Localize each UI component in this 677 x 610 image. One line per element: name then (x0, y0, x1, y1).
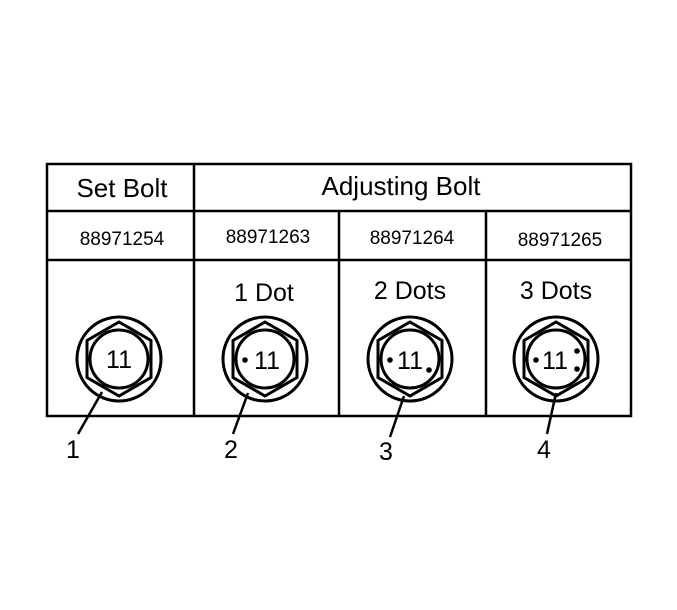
bolt-head-number-1: 11 (106, 346, 132, 374)
identification-dot (533, 357, 539, 363)
part-number-1: 88971254 (80, 229, 165, 250)
callout-1: 1 (66, 436, 80, 464)
part-number-2: 88971263 (226, 227, 311, 248)
callout-3: 3 (379, 438, 393, 466)
callout-4: 4 (537, 436, 551, 464)
leader-line-4 (545, 392, 558, 435)
adjusting-bolt-header: Adjusting Bolt (322, 171, 482, 201)
bolt-head-number-3: 11 (397, 347, 423, 375)
identification-dot (242, 357, 248, 363)
identification-dot (574, 366, 580, 372)
identification-dots (242, 348, 580, 373)
identification-dot (387, 357, 393, 363)
table-grid (45, 162, 633, 418)
bolt-face-circle (525, 328, 587, 390)
marking-label-4: 3 Dots (520, 277, 592, 305)
hex-bolt-head-icon (221, 315, 309, 403)
marking-label-2: 1 Dot (234, 279, 294, 307)
callout-2: 2 (224, 436, 238, 464)
marking-label-3: 2 Dots (374, 277, 446, 305)
bolt-flange-circle (75, 315, 163, 403)
bolt-head-number-4: 11 (542, 347, 568, 375)
bolt-flange-circle (512, 315, 600, 403)
bolt-hex-outline (85, 320, 153, 398)
bolt-face-circle (88, 328, 150, 390)
leader-line-1 (76, 391, 104, 435)
bolt-face-circle (379, 328, 441, 390)
part-number-3: 88971264 (370, 228, 455, 249)
part-number-4: 88971265 (518, 230, 603, 251)
bolt-head-number-2: 11 (254, 347, 280, 375)
identification-dot (574, 348, 580, 354)
callout-leaders (76, 391, 558, 438)
bolt-hex-outline (376, 320, 444, 398)
hex-bolt-head-icon (366, 315, 454, 403)
hex-bolt-head-icon (75, 315, 163, 403)
bolt-face-circle (234, 328, 296, 390)
leader-line-2 (231, 392, 250, 435)
set-bolt-header: Set Bolt (76, 173, 168, 203)
bolt-flange-circle (366, 315, 454, 403)
leader-line-3 (388, 395, 406, 438)
identification-dot (426, 367, 432, 373)
bolt-flange-circle (221, 315, 309, 403)
bolt-hex-outline (231, 320, 299, 398)
